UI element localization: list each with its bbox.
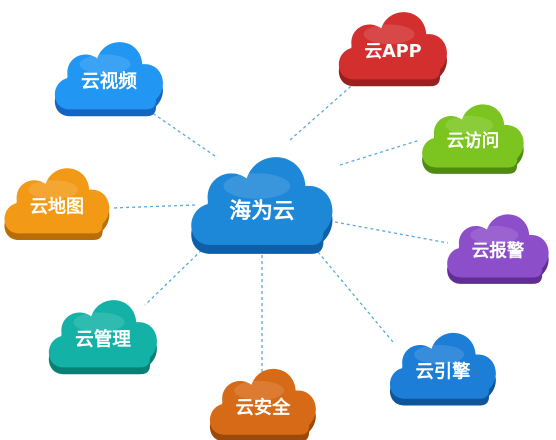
connector-line [339, 139, 421, 166]
cloud-alarm-label: 云报警 [472, 241, 525, 262]
cloud-access: 云访问 [422, 104, 524, 174]
cloud-access-label: 云访问 [447, 131, 499, 152]
connector-line [334, 221, 449, 244]
connector-line [317, 251, 394, 343]
connector-line [289, 79, 359, 141]
connector-line [111, 204, 196, 209]
cloud-map: 云地图 [4, 168, 110, 241]
cloud-video-label: 云视频 [81, 70, 137, 92]
connector-line [147, 109, 216, 157]
cloud-manage: 云管理 [48, 300, 157, 375]
cloud-manage-label: 云管理 [75, 328, 131, 350]
connector-lines [111, 79, 449, 374]
cloud-security-label: 云安全 [236, 396, 291, 418]
connector-line [144, 241, 211, 306]
cloud-engine: 云引擎 [389, 332, 496, 406]
cloud-app-label: 云APP [364, 42, 421, 62]
cloud-map-label: 云地图 [30, 195, 84, 217]
cloud-app: 云APP [338, 12, 447, 87]
cloud-engine-label: 云引擎 [416, 360, 471, 382]
cloud-video: 云视频 [54, 42, 163, 117]
center-cloud: 海为云 [191, 157, 333, 254]
cloud-alarm: 云报警 [447, 214, 549, 284]
center-cloud-label: 海为云 [229, 198, 294, 224]
cloud-security: 云安全 [209, 368, 316, 440]
